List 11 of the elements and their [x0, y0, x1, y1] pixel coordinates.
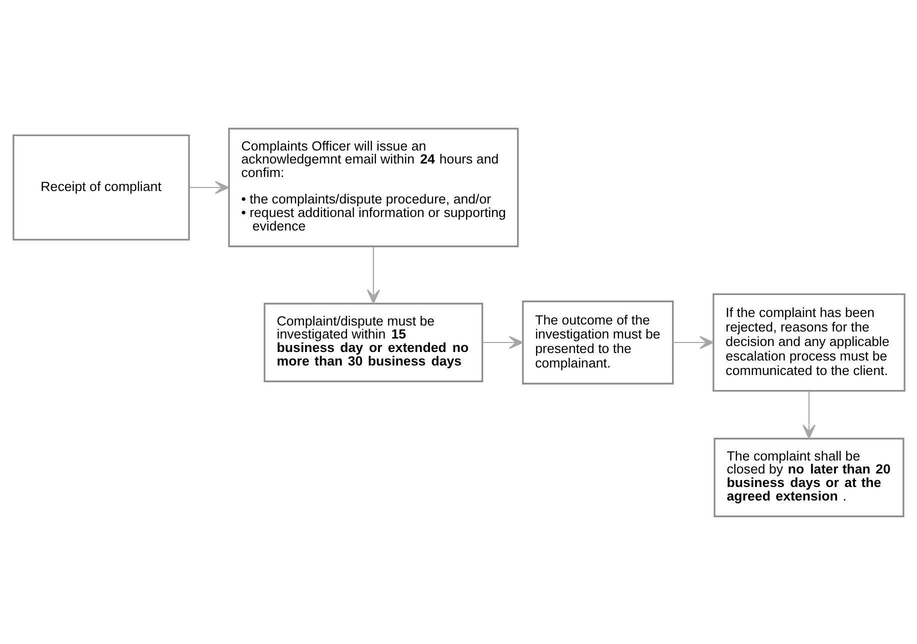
node-box: The outcome of the investigation must be presented to the complainant.	[522, 300, 674, 384]
node-box: If the complaint has been rejected, reasons for the decision and any applicable escalation process must be communicated to the client.	[712, 292, 905, 392]
arrow	[188, 180, 229, 194]
arrow	[802, 390, 816, 438]
node-box: Receipt of compliant	[12, 134, 190, 240]
arrow	[482, 335, 523, 349]
arrow	[366, 246, 380, 304]
arrow	[672, 335, 714, 349]
node-box: Complaint/dispute must be investigated within 15 business day or extended no more than 30 business days	[263, 302, 483, 382]
node-box: The complaint shall be closed by no later than 20 business days or at the agreed extension.	[713, 437, 904, 517]
node-box: Complaints Officer will issue an acknowledgemnt email within 24 hours and confim: • the complaints/dispute procedure, and/or • request additional information or supporting evidence	[228, 127, 518, 247]
